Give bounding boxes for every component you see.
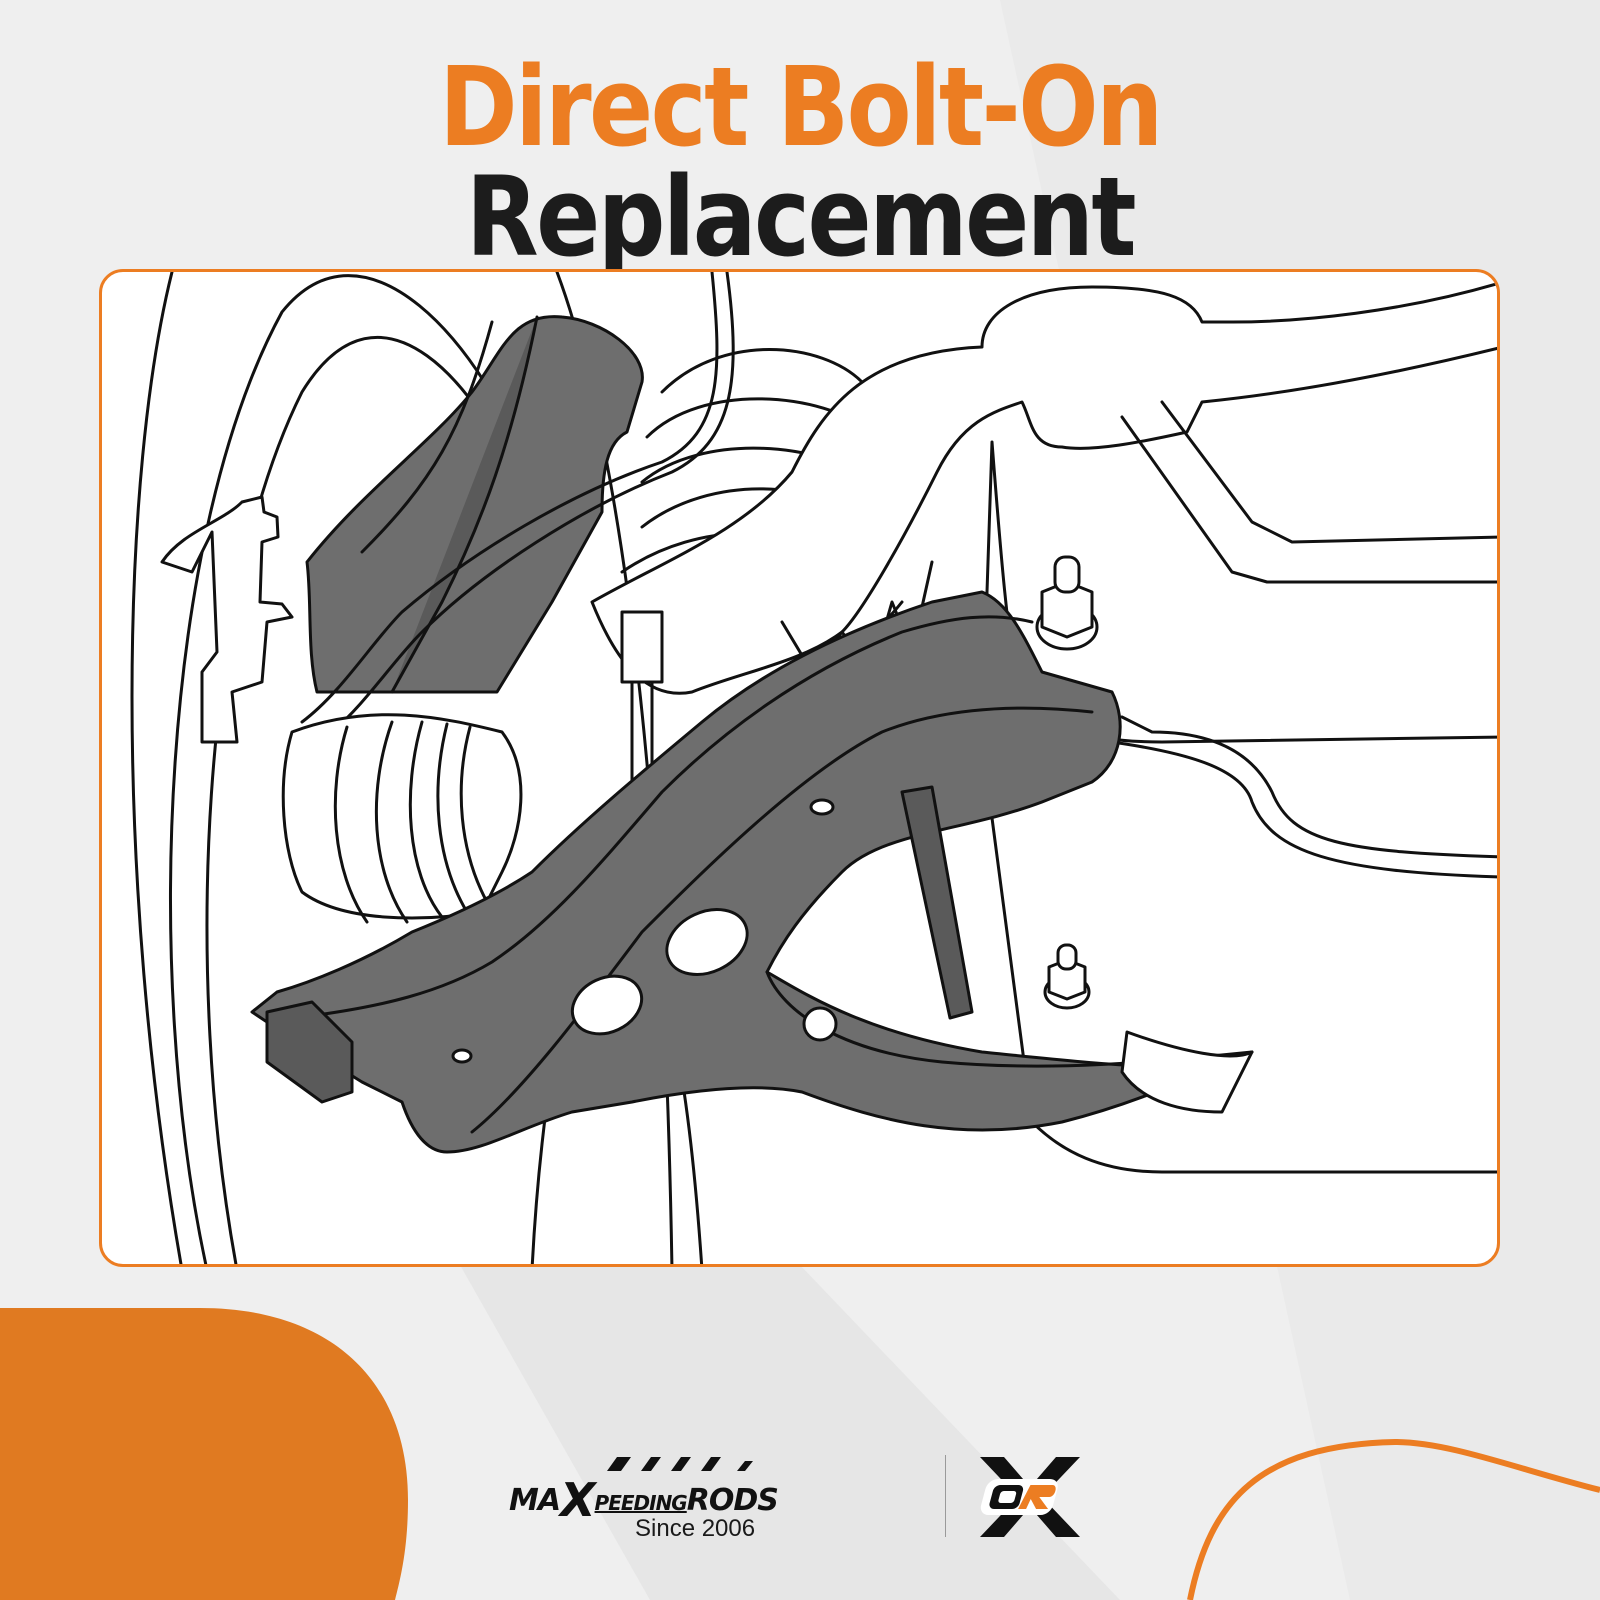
suspension-illustration <box>130 272 1497 1264</box>
checkered-flag-icon <box>607 1457 753 1471</box>
illustration-panel <box>99 269 1500 1267</box>
title-accent: Direct Bolt-On <box>439 43 1163 171</box>
caliper-bracket <box>160 495 294 744</box>
orange-curve-line <box>1187 1438 1600 1600</box>
arm-mount-hole-1 <box>665 908 749 976</box>
logo-divider <box>945 1455 946 1537</box>
bolt-upper <box>1035 555 1099 651</box>
arm-mount-hole-2 <box>570 974 644 1036</box>
xor-logo-icon <box>980 1457 1080 1537</box>
page-title: Direct Bolt-On Replacement <box>112 52 1488 272</box>
stabilizer-link <box>900 785 974 1020</box>
lower-control-arm <box>250 590 1254 1154</box>
title-dark: Replacement <box>465 153 1137 281</box>
maxpeedingrods-logo: MAXPEEDINGRODS Since 2006 <box>505 1455 905 1555</box>
subframe <box>590 282 1497 695</box>
ball-joint <box>265 1000 354 1104</box>
brand-wordmark: MAXPEEDINGRODS <box>509 1473 779 1527</box>
bolt-lower <box>1043 943 1091 1010</box>
cv-boot <box>281 713 523 920</box>
brand-tagline: Since 2006 <box>635 1515 756 1542</box>
wheel-outer-rim <box>130 272 183 1264</box>
brand-footer: MAXPEEDINGRODS Since 2006 <box>505 1455 1105 1555</box>
orange-blob-shape <box>0 1308 408 1600</box>
